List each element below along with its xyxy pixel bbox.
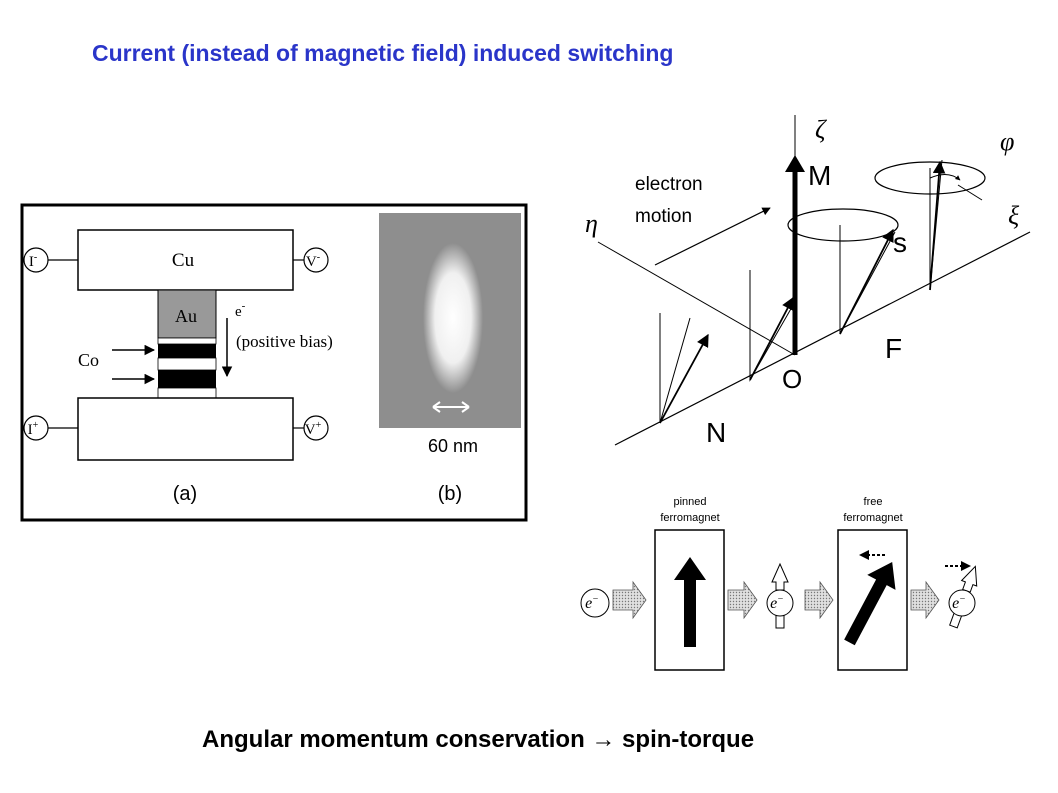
- panel-b-label: (b): [438, 483, 462, 505]
- co-layer-top: [158, 344, 216, 358]
- origin-label: O: [782, 364, 802, 394]
- eta-label: η: [585, 209, 598, 238]
- precession-ring-s: [874, 161, 986, 195]
- electron-incoming: e−: [580, 588, 610, 618]
- flow-arrow-3: [804, 580, 834, 620]
- cu-electrode: [77, 229, 294, 291]
- svg-text:e−: e−: [770, 594, 784, 612]
- device-figure: Cu Au Co e- (positive bias) I- V- I+ V+: [20, 203, 528, 522]
- flow-arrow-1: [612, 580, 647, 620]
- spin-vector-f1: [839, 225, 896, 335]
- pinned-label-2: ferromagnet: [660, 512, 719, 524]
- svg-text:e−: e−: [585, 594, 599, 612]
- au-layer: [157, 289, 217, 339]
- spin-vector-n2: [749, 270, 797, 382]
- svg-text:I+: I+: [28, 420, 39, 438]
- phi-label: φ: [1000, 127, 1014, 156]
- slide-caption: Angular momentum conservation → spin-tor…: [202, 726, 755, 753]
- nanopillar-blob: [423, 243, 483, 393]
- svg-text:V-: V-: [306, 252, 320, 270]
- electron-motion-arrow: [654, 207, 771, 266]
- electron-label: e-: [235, 300, 246, 320]
- cu-spacer: [157, 357, 217, 371]
- free-label-2: ferromagnet: [843, 512, 902, 524]
- spin-vector-f2: [929, 159, 946, 291]
- electron-outgoing: e−: [945, 561, 978, 629]
- flow-arrow-2: [727, 580, 758, 620]
- scale-label: 60 nm: [428, 436, 478, 456]
- xi-axis: [614, 231, 1031, 446]
- spin-torque-schematic: pinned ferromagnet free ferromagnet e− e…: [580, 496, 978, 671]
- flow-arrow-4: [910, 580, 940, 620]
- terminal-v-minus: [303, 247, 329, 273]
- svg-text:I-: I-: [29, 252, 37, 270]
- spin-label: s: [893, 227, 907, 258]
- terminal-i-plus: [23, 415, 49, 441]
- co-label: Co: [78, 350, 99, 370]
- free-magnet-arrow: [844, 562, 896, 646]
- precession-diagram: ζ η ξ electron motion: [585, 115, 1031, 448]
- eta-axis: [597, 241, 796, 356]
- phi-angle-arc: [929, 174, 961, 181]
- phi-reference-line: [957, 184, 983, 201]
- svg-text:e−: e−: [952, 594, 966, 612]
- panel-a-label: (a): [173, 483, 197, 505]
- normal-metal-label: N: [706, 417, 726, 448]
- zeta-label: ζ: [815, 115, 827, 144]
- ferromagnet-label: F: [885, 333, 902, 364]
- base-layer: [157, 387, 217, 399]
- electron-motion-label-1: electron: [635, 174, 703, 195]
- xi-label: ξ: [1008, 201, 1020, 230]
- spin-vector-n1: [659, 313, 709, 424]
- electron-motion-label-2: motion: [635, 206, 692, 227]
- cu-label: Cu: [172, 250, 195, 271]
- pinned-label-1: pinned: [673, 496, 706, 508]
- spacer-layer: [157, 337, 217, 345]
- terminal-v-plus: [303, 415, 329, 441]
- slide-title: Current (instead of magnetic field) indu…: [92, 40, 674, 66]
- magnetization-label: M: [808, 160, 831, 191]
- free-label-1: free: [864, 496, 883, 508]
- electron-polarized: e−: [766, 562, 794, 629]
- bottom-electrode: [77, 397, 294, 461]
- terminal-i-minus: [23, 247, 49, 273]
- co-layer-bottom: [158, 370, 216, 388]
- au-label: Au: [175, 306, 197, 326]
- bias-label: (positive bias): [236, 332, 333, 351]
- svg-text:V+: V+: [305, 420, 322, 438]
- pinned-magnet-arrow: [674, 557, 706, 647]
- precession-ring-m: [787, 208, 899, 242]
